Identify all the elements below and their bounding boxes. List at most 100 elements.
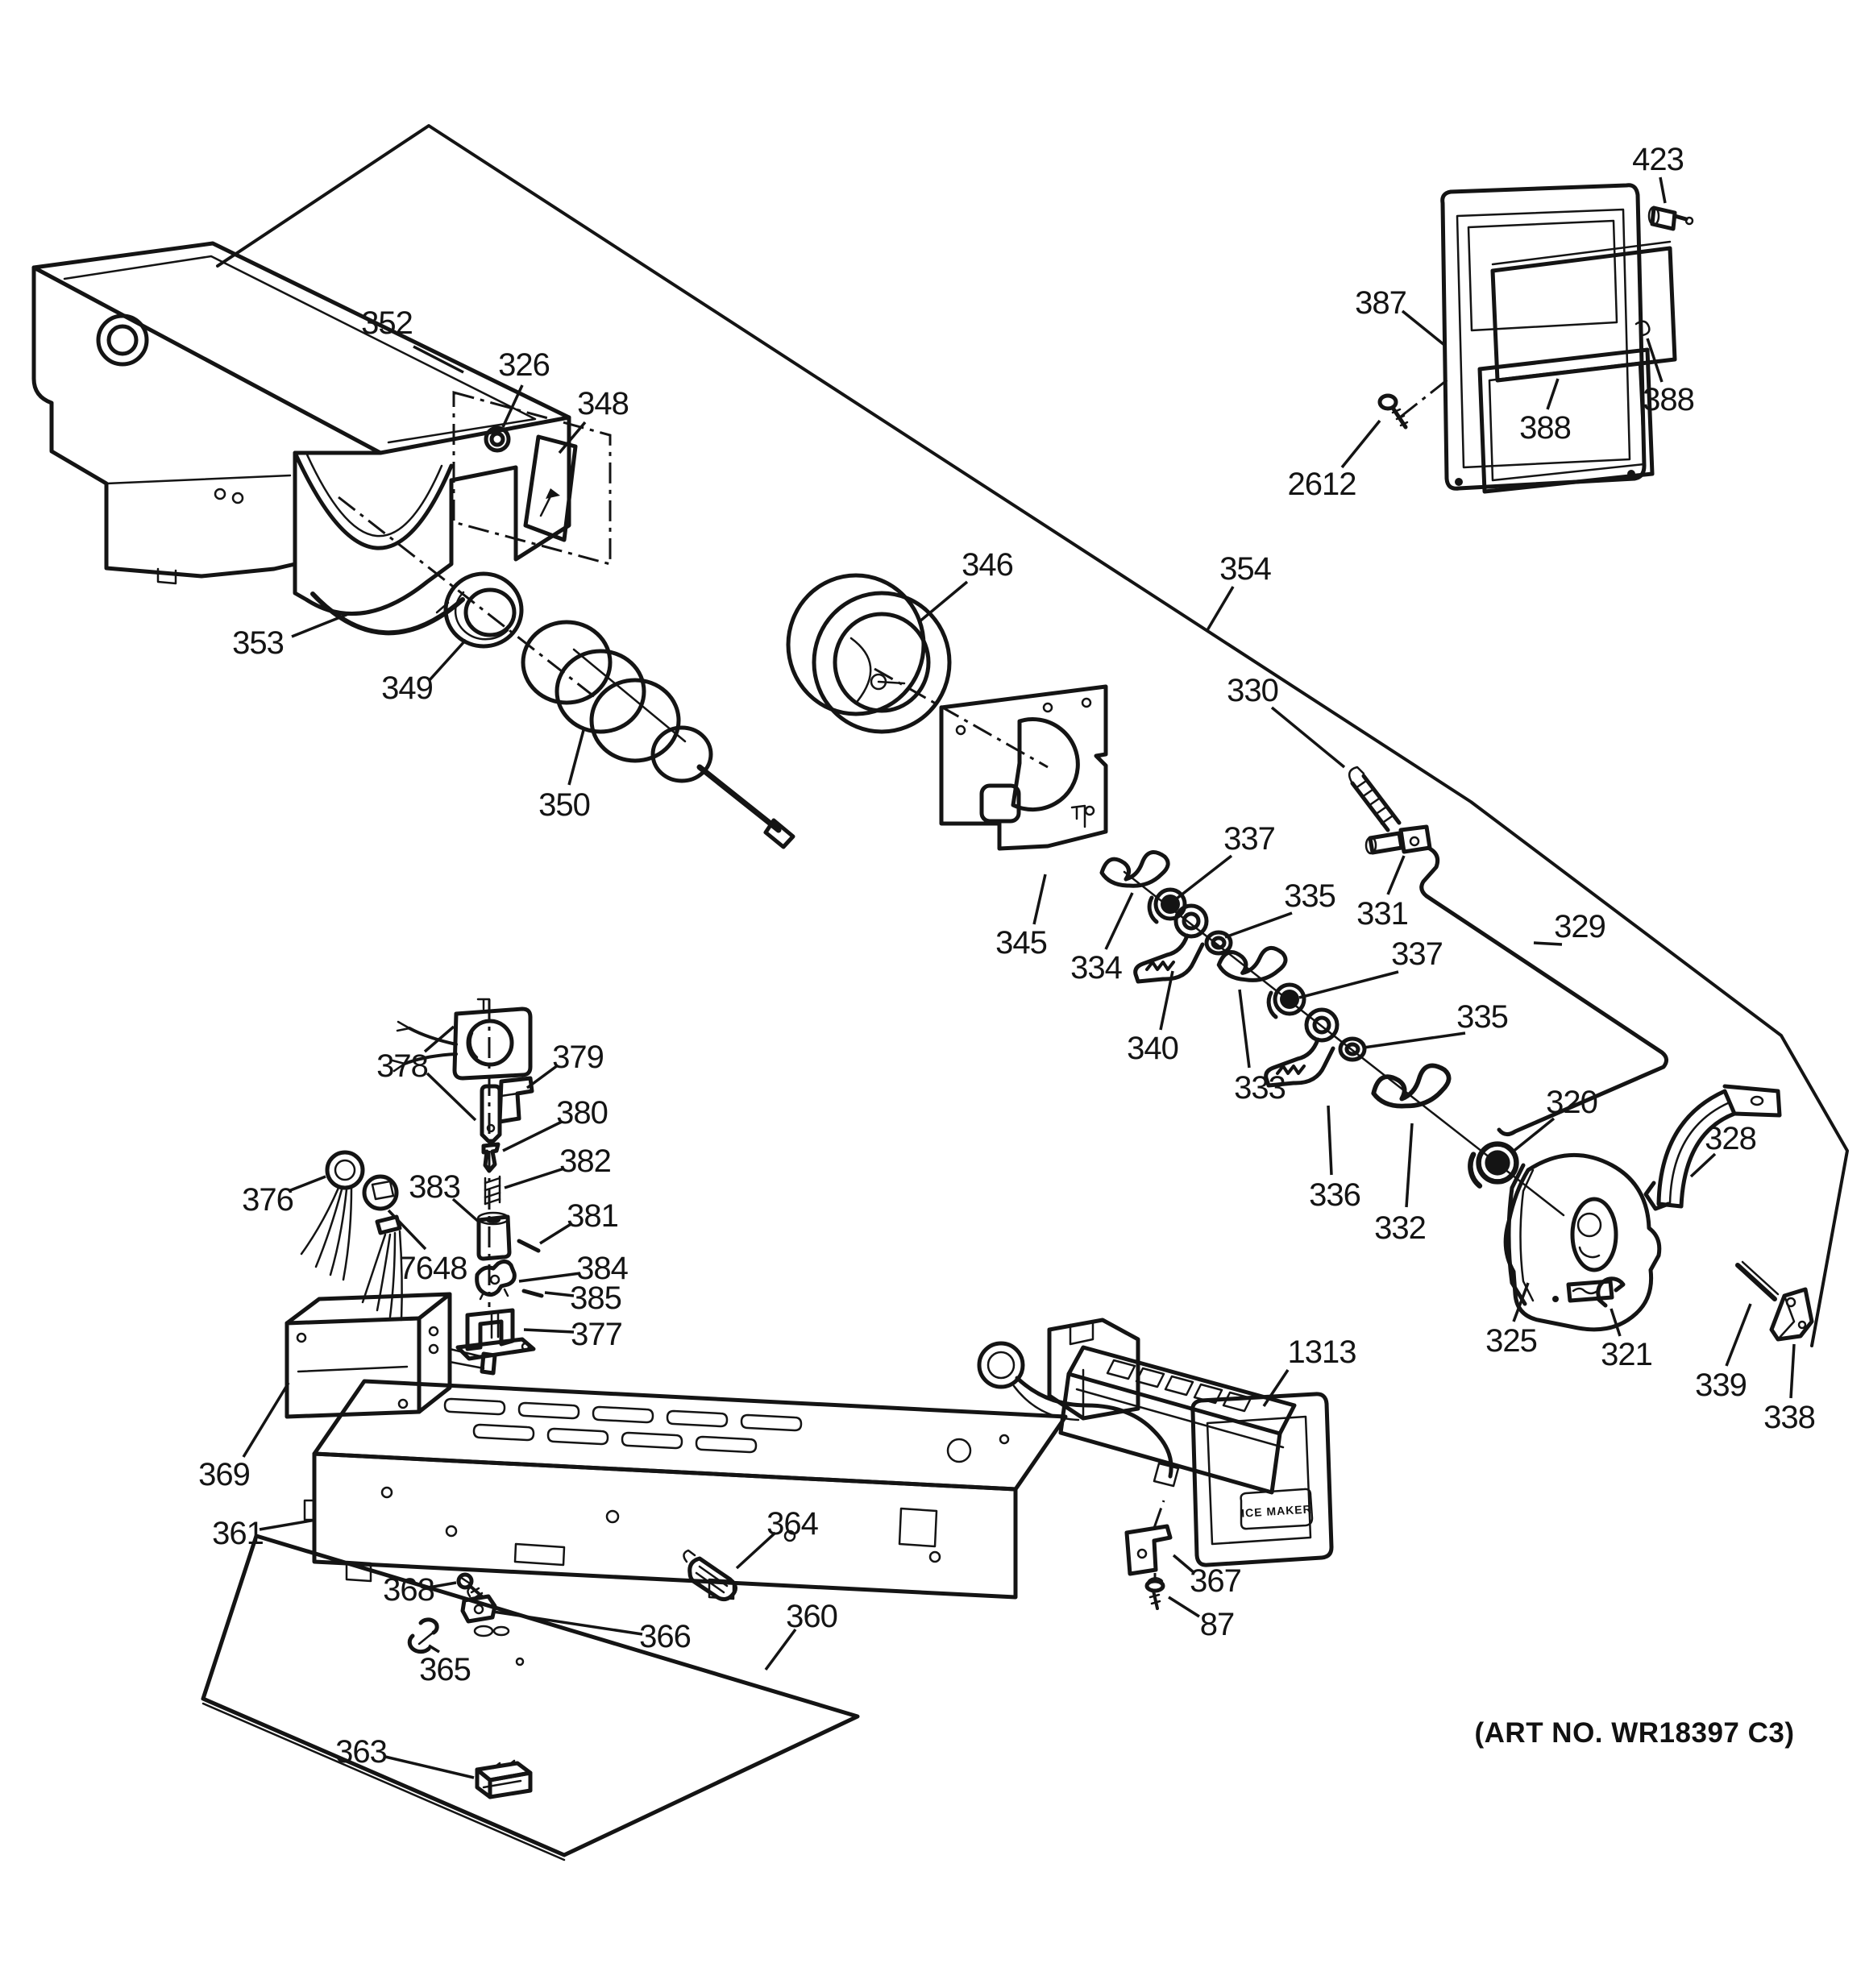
- part-label-325: 325: [1485, 1282, 1538, 1359]
- part-423-fitting: [1647, 205, 1694, 231]
- part-380-pin: [481, 1142, 501, 1173]
- part-365-clip: [407, 1617, 439, 1654]
- svg-text:348: 348: [577, 386, 629, 421]
- part-87-screw: [1144, 1577, 1165, 1610]
- part-364-clip: [683, 1549, 737, 1602]
- svg-text:325: 325: [1485, 1323, 1537, 1359]
- part-label-331: 331: [1356, 855, 1409, 932]
- part-label-352: 352: [361, 305, 464, 374]
- part-338-bracket: [1769, 1287, 1814, 1342]
- part-369-timer: [285, 1292, 497, 1419]
- svg-text:1313: 1313: [1288, 1334, 1356, 1370]
- svg-text:331: 331: [1356, 896, 1408, 932]
- part-label-320: 320: [1510, 1085, 1598, 1154]
- part-label-326: 326: [498, 347, 550, 428]
- part-label-337: 337: [1175, 821, 1276, 900]
- svg-text:377: 377: [571, 1317, 622, 1352]
- part-label-345: 345: [995, 874, 1048, 961]
- part-383-cylinder: [476, 1211, 512, 1261]
- svg-text:337: 337: [1391, 936, 1443, 972]
- part-label-363: 363: [335, 1734, 475, 1779]
- part-376-wire-terminal: [300, 1150, 365, 1281]
- svg-text:321: 321: [1601, 1337, 1652, 1372]
- part-1313-ice-maker: ICE MAKER: [977, 1318, 1334, 1567]
- part-366-clip: [460, 1585, 510, 1637]
- svg-text:2612: 2612: [1288, 467, 1356, 502]
- part-label-336: 336: [1309, 1105, 1361, 1213]
- part-360-deflector-panel: [201, 1534, 860, 1861]
- svg-text:380: 380: [556, 1095, 608, 1131]
- part-7648-wire-terminal: [361, 1174, 403, 1322]
- svg-text:345: 345: [995, 925, 1047, 961]
- part-387-door-panel: [1440, 183, 1647, 491]
- part-label-361: 361: [212, 1516, 317, 1551]
- part-label-2612: 2612: [1288, 419, 1381, 502]
- part-label-349: 349: [381, 638, 467, 706]
- part-378-solenoid: [391, 998, 533, 1081]
- svg-text:340: 340: [1127, 1031, 1178, 1066]
- svg-text:334: 334: [1070, 950, 1122, 986]
- part-379-bracket: [497, 1076, 534, 1124]
- part-331-pin-clip: [1364, 824, 1432, 855]
- art-number-note: (ART NO. WR18397 C3): [1474, 1717, 1794, 1749]
- part-345-mounting-plate: [939, 684, 1108, 851]
- part-label-335: 335: [1224, 878, 1336, 939]
- svg-text:366: 366: [639, 1619, 691, 1654]
- part-label-364: 364: [735, 1506, 820, 1570]
- part-label-382: 382: [504, 1143, 612, 1189]
- ice-maker-plate-text: ICE MAKER: [1241, 1502, 1312, 1519]
- svg-text:381: 381: [567, 1198, 618, 1234]
- part-label-337: 337: [1298, 936, 1443, 999]
- svg-text:350: 350: [538, 787, 590, 823]
- part-labels-layer: 3523263483533493503463453343403333373353…: [198, 142, 1816, 1779]
- part-label-335: 335: [1363, 999, 1509, 1049]
- part-label-377: 377: [523, 1317, 623, 1352]
- part-384-cap: [475, 1259, 517, 1301]
- svg-text:326: 326: [498, 347, 550, 383]
- part-label-334: 334: [1070, 892, 1134, 986]
- svg-text:388: 388: [1643, 382, 1694, 417]
- part-label-346: 346: [917, 547, 1014, 624]
- part-label-378: 378: [376, 1025, 477, 1122]
- part-label-387: 387: [1355, 285, 1446, 347]
- part-326-washer: [484, 425, 511, 453]
- svg-text:332: 332: [1374, 1210, 1426, 1246]
- svg-text:335: 335: [1456, 999, 1508, 1035]
- part-label-369: 369: [198, 1382, 290, 1492]
- part-363-connector: [475, 1759, 533, 1799]
- part-label-333: 333: [1234, 989, 1286, 1106]
- part-377-bracket: [455, 1308, 536, 1361]
- part-label-330: 330: [1227, 673, 1346, 769]
- part-label-7648: 7648: [387, 1209, 467, 1286]
- svg-text:365: 365: [419, 1652, 471, 1687]
- part-label-87: 87: [1168, 1596, 1235, 1642]
- svg-text:382: 382: [559, 1143, 611, 1179]
- part-348-wedge: [523, 434, 578, 542]
- part-label-360: 360: [764, 1599, 838, 1671]
- svg-text:336: 336: [1309, 1177, 1360, 1213]
- part-339-pin: [1735, 1260, 1780, 1301]
- svg-text:388: 388: [1519, 410, 1571, 446]
- part-label-423: 423: [1632, 142, 1684, 204]
- part-label-348: 348: [558, 386, 629, 454]
- svg-text:337: 337: [1223, 821, 1275, 857]
- part-349-bearing: [435, 571, 524, 649]
- part-label-368: 368: [383, 1572, 457, 1608]
- part-label-388: 388: [1643, 338, 1695, 417]
- svg-text:423: 423: [1632, 142, 1684, 177]
- part-352-ice-bucket: [31, 241, 571, 616]
- part-label-366: 366: [492, 1610, 692, 1654]
- part-353-bail-wire: [310, 591, 465, 636]
- part-329-actuator-rod: [1419, 845, 1668, 1136]
- part-label-354: 354: [1206, 551, 1273, 631]
- svg-text:363: 363: [335, 1734, 387, 1770]
- part-388-shelf-panel: [1490, 240, 1677, 383]
- svg-text:328: 328: [1705, 1121, 1756, 1156]
- svg-text:367: 367: [1190, 1563, 1241, 1599]
- part-label-332: 332: [1374, 1123, 1427, 1246]
- part-330-spring: [1348, 766, 1402, 832]
- svg-text:360: 360: [786, 1599, 837, 1634]
- svg-text:333: 333: [1234, 1070, 1286, 1106]
- part-346-drum: [786, 573, 952, 734]
